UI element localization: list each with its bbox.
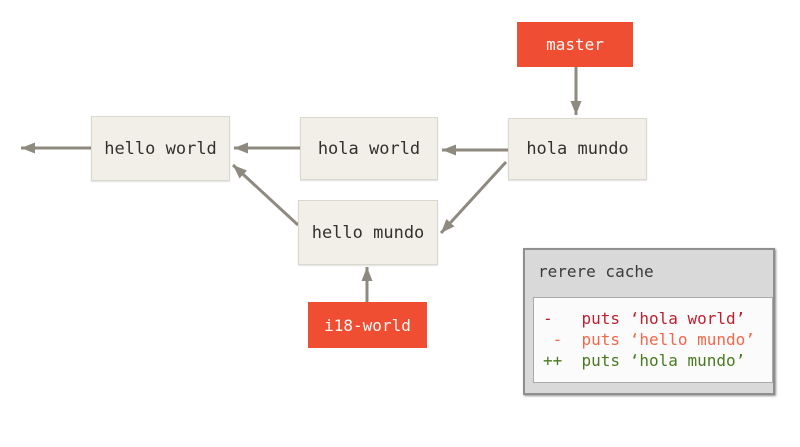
rerere-diff-box: - puts ‘hola world’ - puts ‘hello mundo’… — [533, 297, 773, 383]
branch-label-i18-world-text: i18-world — [324, 315, 411, 335]
commit-node-hello-mundo: hello mundo — [298, 200, 438, 265]
commit-node-hola-world: hola world — [300, 117, 438, 180]
rerere-cache-panel: rerere cache - puts ‘hola world’ - puts … — [523, 248, 775, 395]
arrow-hola-mundo-to-hello-mundo — [439, 160, 508, 235]
commit-label-hola-mundo: hola mundo — [526, 139, 629, 159]
commit-label-hola-world: hola world — [317, 138, 421, 159]
diff-line-removed-current: - puts ‘hola world’ — [543, 309, 746, 328]
branch-label-master: master — [517, 22, 633, 67]
commit-node-hello-world: hello world — [91, 116, 230, 181]
commit-label-hello-mundo: hello mundo — [311, 222, 425, 243]
branch-label-master-text: master — [546, 35, 604, 54]
diff-line-removed-incoming: - puts ‘hello mundo’ — [543, 330, 755, 349]
commit-label-hello-world: hello world — [104, 138, 217, 159]
commit-node-hola-mundo: hola mundo — [508, 118, 647, 180]
diff-line-added: ++ puts ‘hola mundo’ — [543, 351, 746, 370]
branch-label-i18-world: i18-world — [308, 302, 427, 348]
arrow-hello-mundo-to-hello-world — [231, 163, 300, 227]
rerere-cache-title: rerere cache — [538, 262, 654, 281]
